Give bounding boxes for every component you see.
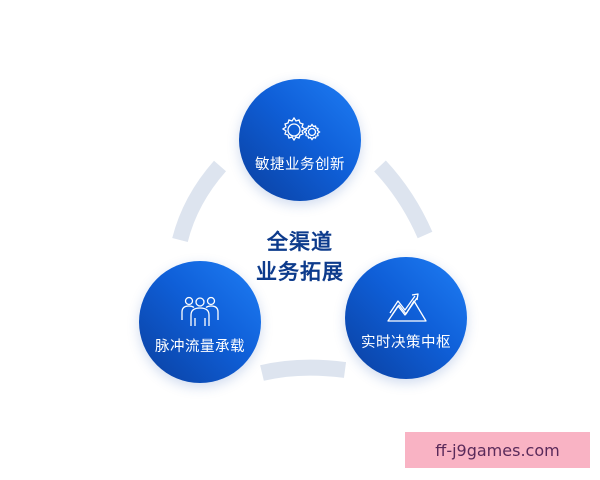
center-title: 全渠道 业务拓展 (250, 227, 350, 287)
gears-icon (281, 116, 321, 141)
node-label: 实时决策中枢 (361, 334, 451, 351)
watermark-text: ff-j9games.com (435, 440, 560, 460)
arc-right (374, 160, 433, 239)
arc-bottom (260, 359, 347, 381)
node-realtime-decision: 实时决策中枢 (345, 257, 467, 379)
node-label: 脉冲流量承载 (155, 339, 245, 355)
center-title-line2: 业务拓展 (256, 260, 344, 284)
node-agile-innovation: 敏捷业务创新 (239, 79, 361, 201)
people-group-icon (181, 296, 219, 326)
watermark-badge: ff-j9games.com (405, 432, 590, 468)
center-title-line1: 全渠道 (267, 230, 333, 254)
node-traffic-handling: 脉冲流量承载 (139, 261, 261, 383)
node-label: 敏捷业务创新 (255, 156, 345, 173)
trend-chart-icon (387, 292, 427, 322)
arc-left (172, 160, 227, 243)
